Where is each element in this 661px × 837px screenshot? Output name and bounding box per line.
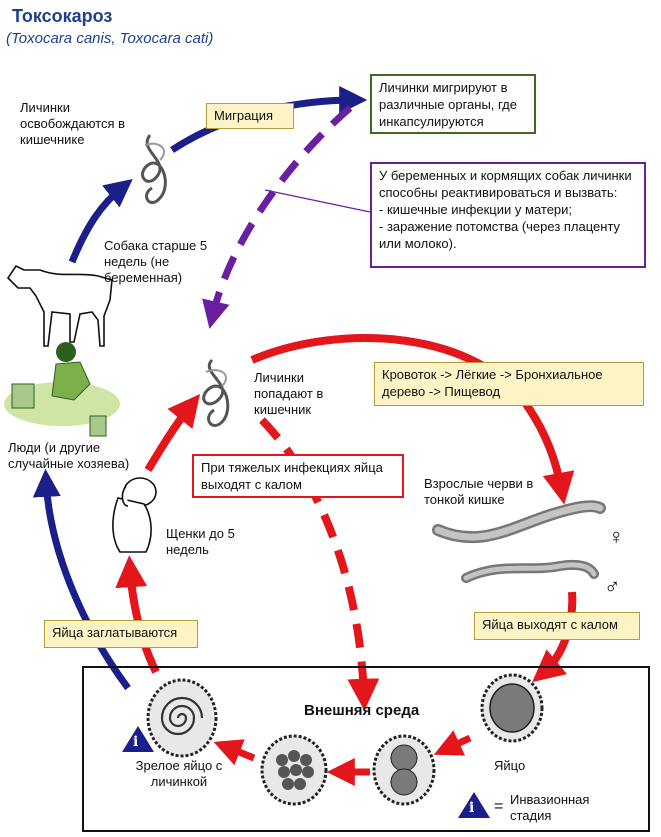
child-playing-illustration <box>4 342 120 437</box>
box-larvae-migrate: Личинки мигрируют в различные органы, гд… <box>370 74 536 134</box>
puppy-illustration <box>112 477 157 553</box>
environment-frame <box>82 666 650 832</box>
page-subtitle: (Toxocara canis, Toxocara cati) <box>6 30 214 47</box>
egg-morula <box>260 734 328 806</box>
adult-worm-male <box>461 559 599 583</box>
male-symbol: ♂ <box>604 574 621 599</box>
label-humans: Люди (и другие случайные хозяева) <box>8 440 130 471</box>
label-puppies: Щенки до 5 недель <box>166 526 235 557</box>
arrow-reactivation <box>202 105 353 329</box>
arrow-morula-to-mature <box>213 739 256 766</box>
arrow-puppies-to-larvae <box>144 394 201 473</box>
box-eggs-out: Яйца выходят с калом <box>474 612 640 640</box>
dog-illustration <box>6 264 113 347</box>
legend-invasive-stage: Инвазионная стадия <box>510 792 590 823</box>
environment-title: Внешняя среда <box>304 702 420 719</box>
info-triangle-icon-legend <box>458 792 490 818</box>
coiled-larva-middle <box>202 358 230 427</box>
box-eggs-swallowed: Яйца заглатываются <box>44 620 198 648</box>
arrow-env-to-humans <box>32 468 131 691</box>
arrow-egg-to-embryo2 <box>433 730 472 756</box>
info-letter-legend: i <box>469 800 475 816</box>
female-symbol: ♀ <box>608 524 625 549</box>
egg-two-cell <box>372 734 436 806</box>
arrow-dog-to-larvae <box>68 179 133 264</box>
page-title: Токсокароз <box>12 6 113 26</box>
legend-equals: = <box>494 798 504 815</box>
purple-connector <box>264 189 371 213</box>
info-triangle-icon-mature <box>122 726 154 752</box>
egg-unembryonated <box>480 673 544 743</box>
label-adult-worms: Взрослые черви в тонкой кишке <box>424 476 534 507</box>
label-larvae-intestine: Личинки попадают в кишечник <box>254 370 324 417</box>
coiled-larva-top <box>141 134 167 204</box>
box-pregnant-note: У беременных и кормящих собак личинки сп… <box>370 162 646 268</box>
label-mature-egg: Зрелое яйцо с личинкой <box>135 758 223 789</box>
label-dog-older: Собака старше 5 недель (не беременная) <box>104 238 208 285</box>
box-bloodstream: Кровоток -> Лёгкие -> Бронхиальное дерев… <box>374 362 644 406</box>
egg-mature-larva <box>146 678 218 758</box>
label-larvae-released: Личинки освобождаются в кишечнике <box>20 100 126 147</box>
info-letter-mature: i <box>133 734 139 750</box>
label-egg: Яйцо <box>494 758 526 773</box>
box-heavy-infection: При тяжелых инфекциях яйца выходят с кал… <box>192 454 404 498</box>
box-migration: Миграция <box>206 103 294 129</box>
adult-worm-female <box>432 500 606 544</box>
